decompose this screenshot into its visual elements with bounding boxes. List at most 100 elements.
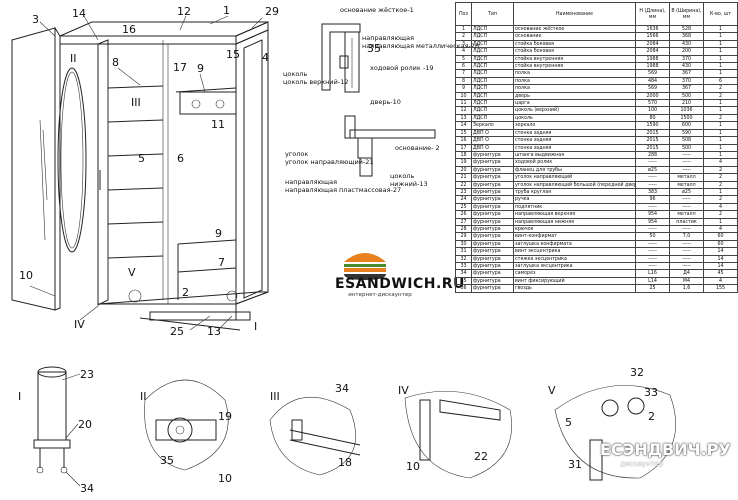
header-length: H (Длина), мм — [635, 2, 670, 26]
table-cell: 60 — [703, 232, 738, 241]
svg-text:18: 18 — [338, 456, 352, 469]
table-cell: ----- — [669, 158, 704, 167]
table-cell: 1 — [703, 99, 738, 108]
table-cell: фурнитура — [471, 224, 514, 234]
table-cell: 500 — [669, 143, 704, 152]
svg-text:3: 3 — [32, 13, 39, 26]
table-cell: 1 — [703, 54, 738, 64]
table-cell: ----- — [669, 239, 704, 249]
table-cell: L14 — [635, 276, 670, 286]
table-cell: штанга выдвижная — [513, 150, 636, 160]
table-cell: 430 — [669, 39, 704, 49]
table-cell: фурнитура — [471, 158, 514, 167]
table-cell: 15 — [455, 128, 472, 138]
table-cell: направляющая нижняя — [513, 217, 636, 226]
table-cell: металл — [669, 173, 704, 182]
table-cell: фурнитура — [471, 217, 514, 226]
table-cell: 1636 — [635, 24, 670, 34]
header-type: Тип — [471, 2, 514, 26]
header-pos: Поз — [455, 2, 472, 26]
table-cell: ЛДСП — [471, 69, 514, 78]
svg-text:5: 5 — [565, 416, 572, 429]
table-cell: фланец для трубы — [513, 165, 636, 175]
table-cell: 1566 — [635, 32, 670, 41]
table-cell: фурнитура — [471, 247, 514, 256]
header-name: Наименование — [513, 2, 636, 26]
svg-text:31: 31 — [568, 458, 582, 471]
table-cell: стяжка эксцентрика — [513, 254, 636, 264]
table-cell: Д4 — [669, 269, 704, 278]
table-cell: 368 — [669, 32, 704, 41]
table-cell: 430 — [669, 62, 704, 71]
table-cell: ЛДСП — [471, 99, 514, 108]
table-cell: 17 — [455, 143, 472, 152]
table-cell: 4 — [703, 202, 738, 212]
svg-text:9: 9 — [215, 227, 222, 240]
table-cell: 26 — [455, 210, 472, 219]
table-cell: 14 — [703, 261, 738, 271]
table-cell: стенка задняя — [513, 143, 636, 152]
table-cell: стойка боковая — [513, 47, 636, 56]
svg-text:II: II — [70, 52, 77, 65]
svg-text:III: III — [270, 390, 280, 403]
table-cell: 569 — [635, 84, 670, 93]
table-cell: 2 — [703, 210, 738, 219]
table-cell: фурнитура — [471, 202, 514, 212]
table-cell: 2 — [703, 113, 738, 123]
table-cell: полка — [513, 69, 636, 78]
table-cell: 6 — [703, 76, 738, 86]
table-cell: 20 — [455, 165, 472, 175]
svg-text:35: 35 — [160, 454, 174, 467]
svg-text:34: 34 — [335, 382, 349, 395]
detail-III: III 34 18 — [269, 382, 361, 476]
svg-text:8: 8 — [112, 56, 119, 69]
svg-text:5: 5 — [138, 152, 145, 165]
svg-text:III: III — [131, 96, 141, 109]
table-cell: Зеркало — [471, 121, 514, 130]
table-cell: ----- — [669, 261, 704, 271]
table-cell: 45 — [703, 269, 738, 278]
table-cell: ЛДСП — [471, 54, 514, 64]
table-cell: 31 — [455, 247, 472, 256]
svg-text:29: 29 — [265, 5, 279, 18]
table-cell: ----- — [635, 254, 670, 264]
table-cell: 1,6 — [669, 284, 704, 293]
table-cell: 4 — [703, 276, 738, 286]
rail-detail — [321, 23, 436, 177]
table-cell: 28 — [455, 224, 472, 234]
table-cell: ----- — [635, 158, 670, 167]
table-cell: 367 — [669, 69, 704, 78]
svg-text:2: 2 — [182, 286, 189, 299]
svg-text:нижний-13: нижний-13 — [390, 180, 428, 188]
table-cell: основание жёсткое — [513, 24, 636, 34]
detail-IV: IV 10 22 — [398, 384, 512, 479]
table-cell: 2 — [703, 84, 738, 93]
table-cell: 1500 — [669, 113, 704, 123]
brand-subtitle: интернет-дискаунтер — [348, 292, 412, 298]
table-cell: ----- — [669, 195, 704, 204]
table-cell: ЛДСП — [471, 32, 514, 41]
table-cell: 11 — [455, 99, 472, 108]
table-cell: ----- — [669, 150, 704, 160]
table-cell: 7,0 — [669, 232, 704, 241]
svg-text:направляющая: направляющая — [362, 34, 414, 42]
table-cell: фурнитура — [471, 232, 514, 241]
table-cell: 4 — [703, 158, 738, 167]
table-cell: стойка боковая — [513, 39, 636, 49]
table-cell: стенка задняя — [513, 128, 636, 138]
table-cell: фурнитура — [471, 269, 514, 278]
table-cell: 2 — [703, 195, 738, 204]
svg-text:25: 25 — [170, 325, 184, 338]
svg-text:основание- 2: основание- 2 — [395, 144, 440, 152]
